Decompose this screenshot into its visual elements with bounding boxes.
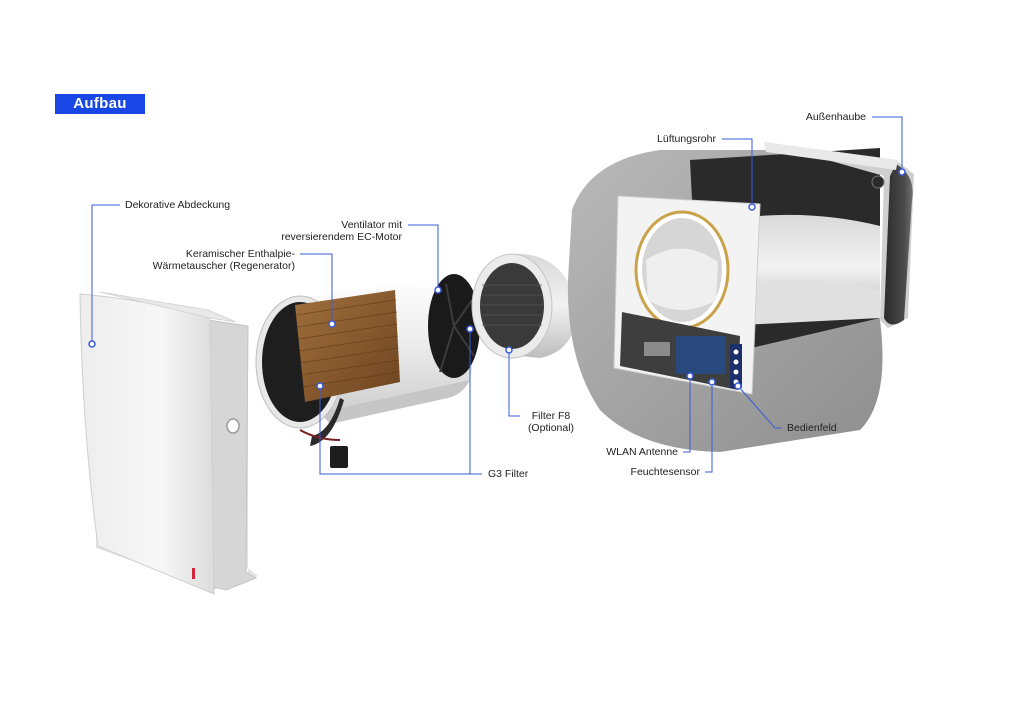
filter-f8-ring — [471, 253, 577, 359]
label-wlan-antenne: WLAN Antenne — [606, 446, 678, 458]
dot-ventilator — [434, 286, 442, 294]
dot-filter-f8 — [505, 346, 513, 354]
dot-keramischer — [328, 320, 336, 328]
outer-hood — [764, 142, 914, 328]
label-dekorative-abdeckung: Dekorative Abdeckung — [125, 199, 231, 211]
dot-bedienfeld — [734, 382, 742, 390]
decorative-cover — [79, 291, 258, 595]
label-aussenhaube: Außenhaube — [805, 111, 866, 123]
leader-feuchtesensor — [705, 382, 713, 473]
dot-g3-filter-right — [466, 325, 474, 333]
dot-lueftungsrohr — [748, 203, 756, 211]
page-title: Aufbau — [55, 94, 145, 114]
label-filter-f8-line2: (Optional) — [527, 422, 575, 434]
leader-g3-filter — [319, 330, 471, 475]
leader-bedienfeld — [737, 385, 782, 429]
leader-ventilator — [408, 224, 439, 288]
label-bedienfeld: Bedienfeld — [787, 422, 837, 434]
leader-dots — [88, 168, 906, 390]
label-feuchtesensor: Feuchtesensor — [630, 466, 700, 478]
label-keramischer-line2: Wärmetauscher (Regenerator) — [152, 260, 295, 272]
leader-wlan-antenne — [683, 376, 691, 453]
leader-dekorative-abdeckung — [91, 204, 120, 344]
label-lueftungsrohr: Lüftungsrohr — [657, 133, 716, 145]
dot-aussenhaube — [898, 168, 906, 176]
label-ventilator-line2: reversierendem EC-Motor — [281, 231, 402, 243]
label-g3-filter: G3 Filter — [488, 468, 529, 480]
leader-lines — [91, 116, 903, 475]
dot-g3-filter-left — [316, 382, 324, 390]
regenerator-cassette — [255, 274, 480, 468]
wall-sleeve-assembly — [567, 148, 883, 452]
label-filter-f8-line1: Filter F8 — [531, 410, 571, 422]
label-keramischer-line1: Keramischer Enthalpie- — [185, 248, 295, 260]
dot-wlan-antenne — [686, 372, 694, 380]
label-ventilator-line1: Ventilator mit — [341, 219, 402, 231]
leader-keramischer — [300, 253, 333, 322]
dot-dekorative-abdeckung — [88, 340, 96, 348]
leader-filter-f8 — [508, 350, 520, 417]
leader-aussenhaube — [872, 116, 903, 172]
dot-feuchtesensor — [708, 378, 716, 386]
leader-lueftungsrohr — [722, 138, 753, 206]
